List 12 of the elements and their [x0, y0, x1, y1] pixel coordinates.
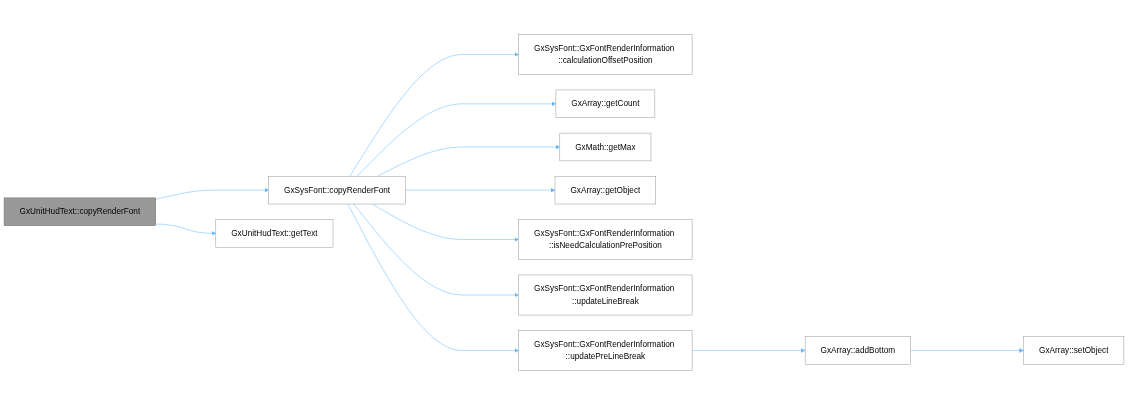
node-box: GxArray::addBottom	[804, 336, 911, 365]
node-box: GxArray::setObject	[1023, 336, 1125, 365]
node-box: GxMath::getMax	[559, 132, 652, 162]
node-box: GxUnitHudText::copyRenderFont	[3, 197, 156, 226]
node-box: GxSysFont::GxFontRenderInformation ::updatePreLineBreak	[518, 330, 693, 371]
node-box: GxArray::getCount	[555, 89, 656, 118]
node-box: GxUnitHudText::getText	[215, 219, 334, 248]
node-box: GxSysFont::GxFontRenderInformation ::updateLineBreak	[518, 274, 693, 316]
node-box: GxSysFont::GxFontRenderInformation ::calculationOffsetPosition	[518, 34, 693, 75]
node-box: GxArray::getObject	[554, 176, 656, 205]
node-box: GxSysFont::copyRenderFont	[268, 176, 406, 205]
node-box: GxSysFont::GxFontRenderInformation ::isNeedCalculationPrePosition	[518, 219, 693, 260]
